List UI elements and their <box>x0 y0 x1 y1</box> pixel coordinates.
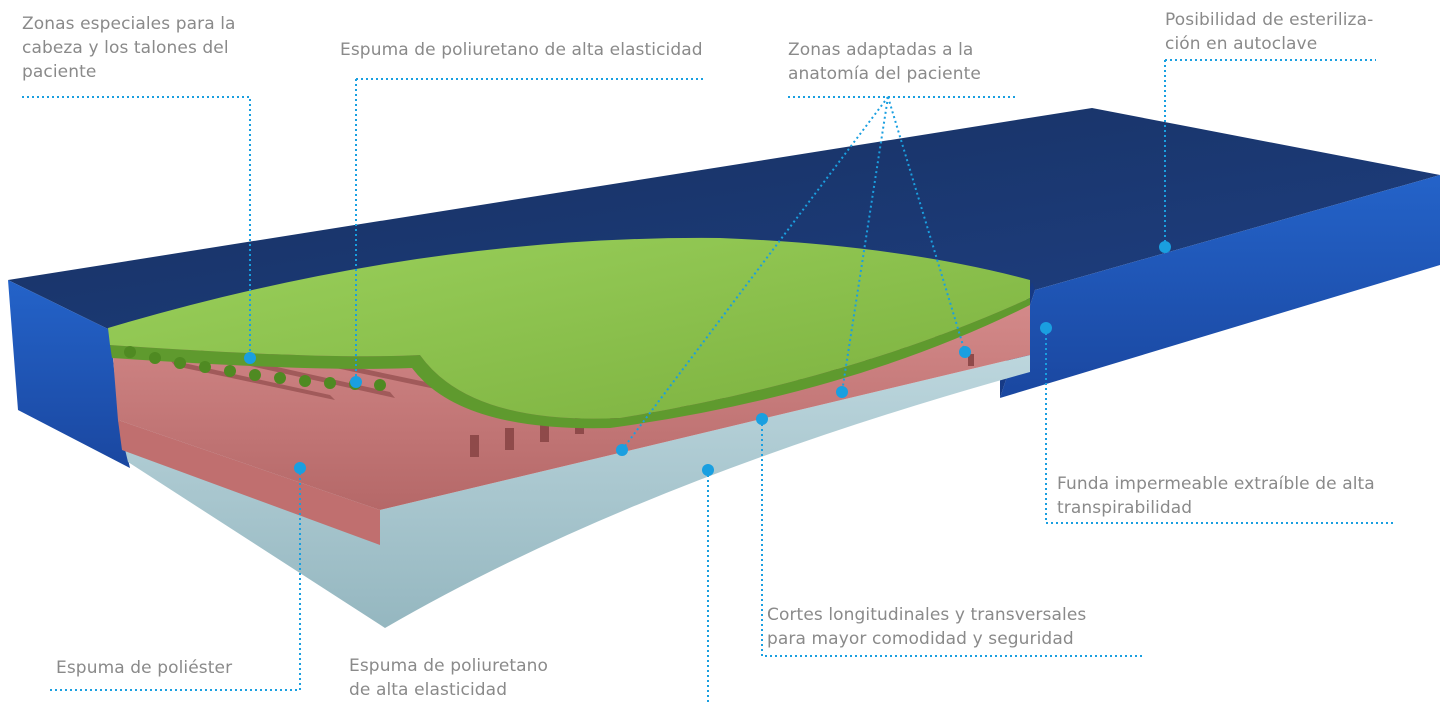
label-cover: Funda impermeable extraíble de alta tran… <box>1057 472 1375 520</box>
dot-polyester <box>294 462 306 474</box>
leader-anatomy <box>621 96 1015 451</box>
dot-anatomy-2 <box>836 386 848 398</box>
dot-head-heels <box>244 352 256 364</box>
dot-pu-top <box>350 376 362 388</box>
dot-sterilization <box>1159 241 1171 253</box>
leader-cuts <box>761 419 1145 657</box>
dot-cover <box>1040 322 1052 334</box>
leader-pu-top <box>355 78 705 382</box>
label-sterilization: Posibilidad de esteriliza- ción en autoc… <box>1165 8 1373 56</box>
label-line: Espuma de poliuretano <box>349 656 549 676</box>
label-pu-top: Espuma de poliuretano de alta elasticida… <box>340 38 703 62</box>
cover-end-front <box>1000 175 1440 398</box>
cover-left-side <box>8 280 130 468</box>
label-line: anatomía del paciente <box>788 64 981 84</box>
label-line: ción en autoclave <box>1165 34 1318 54</box>
label-line: Zonas especiales para la <box>22 14 236 34</box>
dot-anatomy-3 <box>959 346 971 358</box>
label-line: Zonas adaptadas a la <box>788 40 974 60</box>
dot-cuts <box>756 413 768 425</box>
dot-anatomy-1 <box>616 444 628 456</box>
leader-cover <box>1045 328 1395 524</box>
marker-dots <box>244 241 1171 476</box>
dot-pu-bottom <box>702 464 714 476</box>
label-cuts: Cortes longitudinales y transversales pa… <box>767 603 1086 651</box>
label-pu-bottom: Espuma de poliuretano de alta elasticida… <box>349 654 548 702</box>
label-line: para mayor comodidad y seguridad <box>767 629 1074 649</box>
label-line: Funda impermeable extraíble de alta <box>1057 474 1375 494</box>
leader-sterilization <box>1164 59 1376 247</box>
leader-head-heels <box>22 96 251 358</box>
green-edge <box>110 298 1030 429</box>
label-polyester: Espuma de poliéster <box>56 656 232 680</box>
gray-layer <box>118 355 1030 628</box>
leader-lines <box>22 59 1395 705</box>
label-line: Posibilidad de esteriliza- <box>1165 10 1374 30</box>
label-line: Espuma de poliéster <box>56 658 233 678</box>
label-line: Espuma de poliuretano de alta elasticida… <box>340 40 703 60</box>
leader-polyester <box>50 468 301 691</box>
label-line: transpirabilidad <box>1057 498 1193 518</box>
label-head-heels: Zonas especiales para la cabeza y los ta… <box>22 12 236 84</box>
label-anatomy: Zonas adaptadas a la anatomía del pacien… <box>788 38 981 86</box>
label-line: de alta elasticidad <box>349 680 508 700</box>
label-line: cabeza y los talones del <box>22 38 229 58</box>
green-layer <box>108 237 1030 419</box>
pink-front-face <box>118 420 380 545</box>
label-line: paciente <box>22 62 97 82</box>
label-line: Cortes longitudinales y transversales <box>767 605 1087 625</box>
